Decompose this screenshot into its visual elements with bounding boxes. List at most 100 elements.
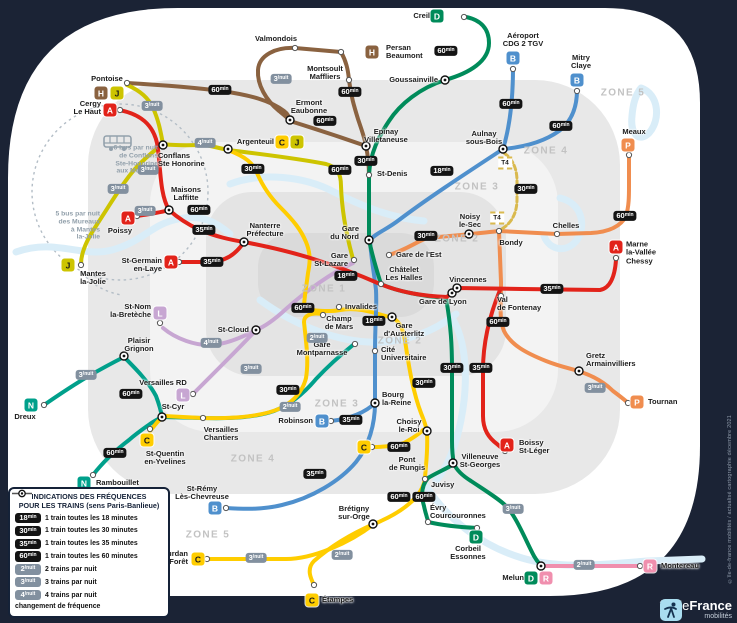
station-marker	[175, 258, 183, 266]
legend-item-label: 1 train toutes les 60 minutes	[45, 553, 138, 561]
station-marker	[612, 254, 620, 262]
legend-item-label: 1 train toutes les 35 minutes	[45, 540, 138, 548]
frequency-change-marker	[119, 351, 129, 361]
legend-badge: 35min	[15, 538, 41, 549]
station-marker	[310, 581, 318, 589]
frequency-change-marker	[157, 412, 167, 422]
station-marker	[189, 390, 197, 398]
station-marker	[509, 65, 517, 73]
station-marker	[116, 106, 124, 114]
station-marker	[319, 311, 327, 319]
line-L	[192, 328, 258, 395]
frequency-change-marker	[223, 144, 233, 154]
legend-item: 18min 1 train toutes les 18 minutes	[15, 512, 163, 524]
legend-item: 35min 1 train toutes les 35 minutes	[15, 538, 163, 549]
line-A	[117, 108, 171, 212]
legend-badge: 2/nuit	[15, 564, 41, 575]
legend-title-line1: INDICATIONS DES FRÉQUENCES	[31, 492, 147, 501]
station-marker	[497, 292, 505, 300]
station-marker	[337, 48, 345, 56]
station-marker	[636, 562, 644, 570]
frequency-change-marker	[364, 235, 374, 245]
station-marker	[501, 447, 509, 455]
station-marker	[421, 475, 429, 483]
line-C	[205, 522, 376, 561]
frequency-change-marker	[164, 205, 174, 215]
line-H	[339, 50, 368, 148]
station-marker	[553, 230, 561, 238]
frequency-change-marker	[368, 519, 378, 529]
frequency-change-marker	[440, 75, 450, 85]
station-marker	[133, 212, 141, 220]
station-marker	[495, 227, 503, 235]
legend-badge: 60min	[15, 551, 41, 562]
legend-item: 2/nuit 2 trains par nuit	[15, 564, 163, 575]
frequency-change-marker	[158, 140, 168, 150]
frequency-change-icon	[12, 489, 32, 498]
frequency-change-marker	[448, 458, 458, 468]
line-H	[125, 81, 292, 123]
station-marker	[345, 76, 353, 84]
station-marker	[365, 171, 373, 179]
station-marker	[424, 518, 432, 526]
station-marker	[146, 425, 154, 433]
frequency-change-marker	[239, 237, 249, 247]
station-marker	[89, 471, 97, 479]
station-marker	[371, 347, 379, 355]
legend-item: 60min 1 train toutes les 60 minutes	[15, 551, 163, 562]
legend-item-label: 1 train toutes les 30 minutes	[45, 527, 138, 535]
legend-badge: 3/nuit	[15, 577, 41, 588]
legend-frequencies: INDICATIONS DES FRÉQUENCES POUR LES TRAI…	[8, 487, 170, 619]
legend-item-label: 4 trains par nuit	[45, 591, 97, 599]
station-marker	[368, 443, 376, 451]
frequency-change-marker	[251, 325, 261, 335]
frequency-change-marker	[536, 561, 546, 571]
station-marker	[351, 340, 359, 348]
line-B	[224, 401, 377, 511]
station-marker	[385, 251, 393, 259]
line-A	[242, 240, 618, 299]
station-marker	[199, 414, 207, 422]
frequency-change-marker	[370, 398, 380, 408]
legend-item-label: 3 trains par nuit	[45, 578, 97, 586]
legend-title-line2: POUR LES TRAINS (sens Paris-Banlieue)	[18, 500, 160, 510]
legend-badge: 18min	[15, 512, 41, 524]
line-C	[302, 306, 430, 587]
station-marker	[624, 399, 632, 407]
idfm-walker-icon	[660, 599, 683, 621]
station-marker	[40, 401, 48, 409]
station-marker	[77, 261, 85, 269]
frequency-change-marker	[285, 115, 295, 125]
legend-item-label: 1 train toutes les 18 minutes	[45, 514, 138, 522]
frequency-change-marker	[498, 144, 508, 154]
legend-item-label: 2 trains par nuit	[45, 565, 97, 573]
legend-item: changement de fréquence	[12, 489, 163, 610]
frequency-change-marker	[422, 426, 432, 436]
station-marker	[203, 555, 211, 563]
station-marker	[573, 87, 581, 95]
frequency-change-marker	[361, 141, 371, 151]
station-marker	[327, 417, 335, 425]
legend-title: INDICATIONS DES FRÉQUENCES POUR LES TRAI…	[15, 492, 163, 510]
station-marker	[291, 44, 299, 52]
copyright-note: ©île-de-france mobilités / actualisé car…	[727, 415, 733, 584]
frequency-change-marker	[464, 229, 474, 239]
idfm-logo: îledeFrance mobilités	[660, 598, 732, 621]
station-marker	[335, 303, 343, 311]
frequency-change-marker	[452, 283, 462, 293]
legend-item: 3/nuit 3 trains par nuit	[15, 577, 163, 588]
station-marker	[350, 256, 358, 264]
station-marker	[222, 504, 230, 512]
line-B	[501, 66, 515, 151]
legend-item: 4/nuit 4 trains par nuit	[15, 589, 163, 601]
logo-france: France	[689, 598, 732, 613]
station-marker	[473, 524, 481, 532]
line-D	[420, 462, 479, 530]
frequency-change-marker	[574, 366, 584, 376]
legend-badge: 4/nuit	[15, 589, 41, 601]
station-marker	[625, 151, 633, 159]
